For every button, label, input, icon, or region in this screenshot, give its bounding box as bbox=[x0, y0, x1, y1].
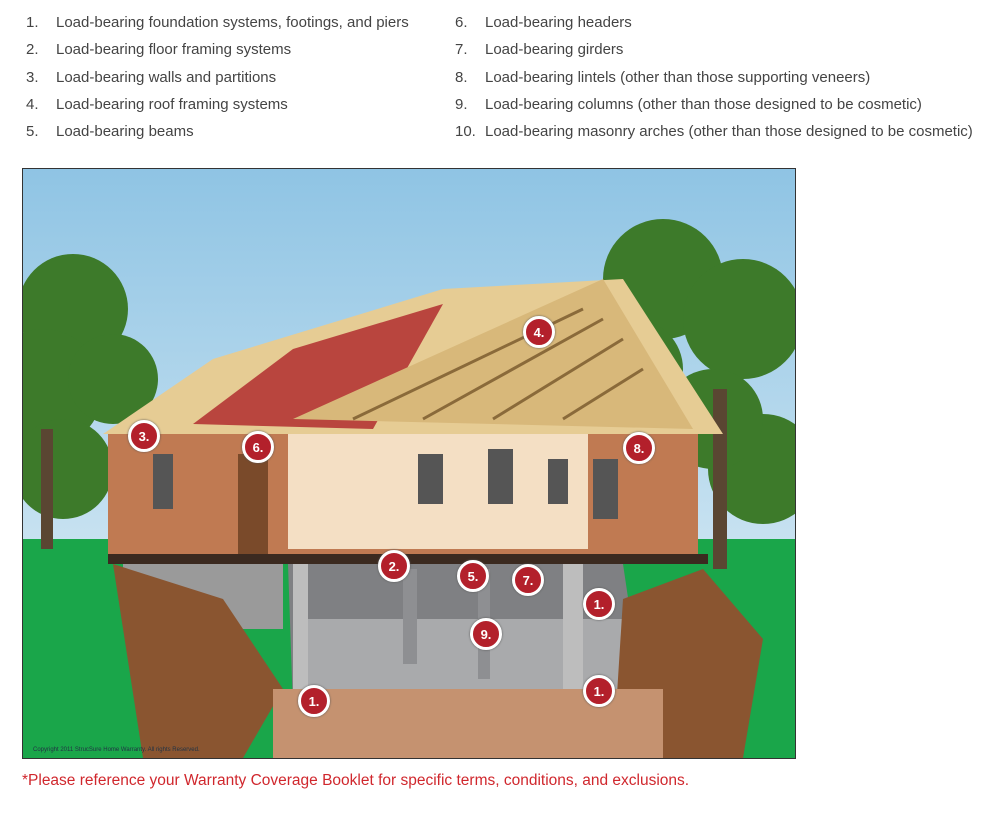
marker-6[interactable]: 6. bbox=[242, 431, 274, 463]
marker-9[interactable]: 9. bbox=[470, 618, 502, 650]
legend-item: 1.Load-bearing foundation systems, footi… bbox=[26, 14, 409, 31]
legend-item: 8.Load-bearing lintels (other than those… bbox=[455, 68, 871, 86]
marker-8[interactable]: 8. bbox=[623, 432, 655, 464]
marker-2[interactable]: 2. bbox=[378, 550, 410, 582]
soil-left bbox=[113, 564, 283, 758]
copyright-text: Copyright 2011 StrucSure Home Warranty. … bbox=[33, 747, 200, 753]
marker-1[interactable]: 1. bbox=[583, 675, 615, 707]
house-illustration: 3. 6. 4. 8. 2. 5. 7. 1. 9. 1. 1. Copyrig… bbox=[22, 168, 796, 759]
roof-trusses bbox=[293, 279, 693, 429]
legend-item: 5.Load-bearing beams bbox=[26, 123, 194, 141]
legend-item: 10.Load-bearing masonry arches (other th… bbox=[455, 123, 973, 141]
legend-item: 4.Load-bearing roof framing systems bbox=[26, 95, 288, 113]
legend-list-right: 6.Load-bearing headers 7.Load-bearing gi… bbox=[455, 14, 973, 150]
marker-1[interactable]: 1. bbox=[298, 685, 330, 717]
marker-1[interactable]: 1. bbox=[583, 588, 615, 620]
marker-7[interactable]: 7. bbox=[512, 564, 544, 596]
legend-item: 9.Load-bearing columns (other than those… bbox=[455, 95, 922, 113]
legend-item: 3.Load-bearing walls and partitions bbox=[26, 68, 277, 86]
marker-3[interactable]: 3. bbox=[128, 420, 160, 452]
footnote: *Please reference your Warranty Coverage… bbox=[22, 772, 690, 789]
tree-left bbox=[23, 254, 158, 519]
legend-list-left: 1.Load-bearing foundation systems, footi… bbox=[26, 14, 409, 150]
marker-4[interactable]: 4. bbox=[523, 316, 555, 348]
legend-item: 2.Load-bearing floor framing systems bbox=[26, 41, 292, 59]
legend-item: 7.Load-bearing girders bbox=[455, 41, 624, 59]
ground-cut bbox=[273, 689, 663, 758]
marker-5[interactable]: 5. bbox=[457, 560, 489, 592]
house-cutaway-drawing bbox=[23, 169, 795, 758]
legend-item: 6.Load-bearing headers bbox=[455, 14, 632, 31]
